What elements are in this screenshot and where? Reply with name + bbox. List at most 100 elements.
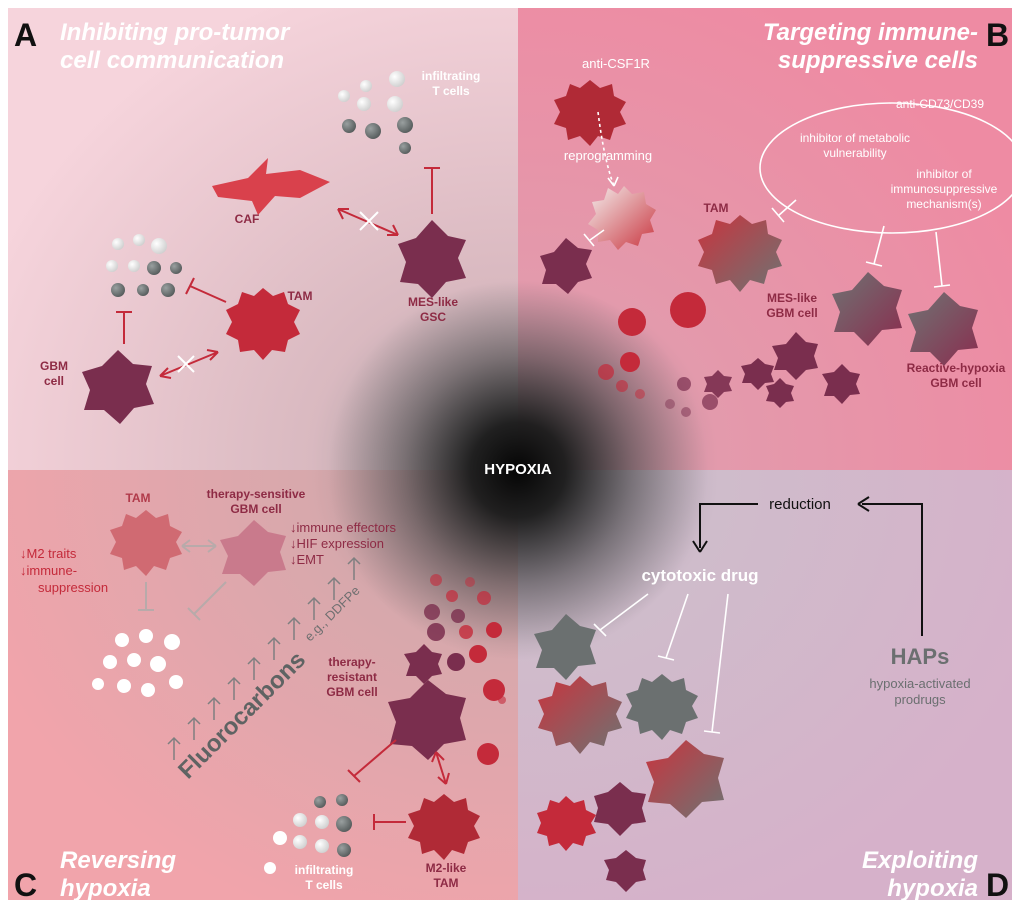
t-cell [92, 678, 104, 690]
effect-emt: ↓EMT [290, 552, 324, 567]
gbm-cell-d-wine [594, 782, 646, 836]
t-cell [169, 675, 183, 689]
up-arrow [327, 576, 341, 600]
t-cell [336, 794, 348, 806]
inhibit-line [935, 231, 943, 287]
inhibit-line [873, 225, 885, 265]
panel-b-letter: B [986, 17, 1009, 53]
tam-cell-b [698, 215, 782, 292]
inhibit-line [589, 229, 605, 241]
resistant-label-2: resistant [327, 670, 377, 684]
tam-small [483, 679, 505, 701]
reduction-label: reduction [769, 496, 831, 513]
arrow-head [692, 540, 708, 553]
up-arrow [347, 556, 361, 580]
panel-a-title-1: Inhibiting pro-tumor [60, 19, 291, 46]
up-arrow [247, 656, 261, 680]
panel-c-letter: C [14, 867, 37, 903]
panel-a-title-2: cell communication [60, 47, 284, 74]
haps-to-reduction-arrow [862, 503, 923, 636]
t-cell [360, 80, 372, 92]
tam-small [477, 743, 499, 765]
t-cell [315, 839, 329, 853]
panel-c-title-2: hypoxia [60, 875, 151, 902]
panel-c-title-1: Reversing [60, 847, 176, 874]
block-x [177, 355, 195, 373]
effect-hif: ↓HIF expression [290, 536, 384, 551]
panel-a-letter: A [14, 17, 37, 53]
inhibit-bar [583, 233, 595, 247]
t-cell [115, 633, 129, 647]
inhibit-bar [703, 730, 721, 734]
tam-small [635, 389, 645, 399]
t-cell [117, 679, 131, 693]
tam-small [459, 625, 473, 639]
gbm-cell-a [82, 350, 154, 424]
mes-gsc-label-1: MES-like [408, 295, 458, 309]
up-arrow [267, 636, 281, 660]
up-arrow [307, 596, 321, 620]
inhibit-line [777, 199, 797, 217]
tam-small [620, 352, 640, 372]
mes-gsc-label-2: GSC [420, 310, 446, 324]
inhibit-line [189, 285, 227, 303]
tam-small [446, 590, 458, 602]
gbm-small [447, 653, 465, 671]
t-cell [315, 815, 329, 829]
gbm-small [772, 332, 818, 380]
haps-desc-1: hypoxia-activated [869, 676, 970, 691]
inhibit-line [665, 593, 689, 659]
hypoxia-label: HYPOXIA [484, 461, 552, 478]
t-cell [399, 142, 411, 154]
up-arrow [287, 616, 301, 640]
t-cell [112, 238, 124, 250]
t-cell [338, 90, 350, 102]
t-cell [128, 260, 140, 272]
inhibit-line [599, 593, 649, 631]
fluorocarbon-arrows [167, 556, 361, 760]
panel-d-title-2: hypoxia [887, 875, 978, 902]
tam-label-c: TAM [125, 491, 150, 505]
resistant-label-3: GBM cell [326, 685, 377, 699]
resistant-label-1: therapy- [328, 655, 375, 669]
inhibit-bar [865, 261, 883, 267]
t-cell [170, 262, 182, 274]
t-cell [336, 816, 352, 832]
t-cell [342, 119, 356, 133]
tam-cell-b-top [554, 80, 626, 146]
reactive-label-1: Reactive-hypoxia [907, 361, 1006, 375]
gbm-label-a-1: GBM [40, 359, 68, 373]
inhibit-line [711, 593, 729, 733]
tam-small [618, 308, 646, 336]
inhibitors-ellipse [759, 102, 1016, 234]
tam-small [670, 292, 706, 328]
tam-small [477, 591, 491, 605]
t-cells-cluster-a [338, 71, 413, 154]
immune-suppression-label-1: ↓immune- [20, 563, 77, 578]
t-cell [357, 97, 371, 111]
haps-desc-2: prodrugs [894, 692, 946, 707]
gbm-small [704, 370, 732, 398]
arrow-head [607, 176, 619, 187]
t-cell [150, 656, 166, 672]
up-arrow [187, 716, 201, 740]
arrow-head [206, 349, 219, 361]
t-cell [264, 862, 276, 874]
t-cell [293, 813, 307, 827]
metabolic-label-1: inhibitor of metabolic [800, 131, 910, 145]
t-cell [137, 284, 149, 296]
tam-cell-d-red [537, 796, 596, 851]
t-cell [293, 835, 307, 849]
m2-tam-label-1: M2-like [426, 861, 467, 875]
panel-b-title-2: suppressive cells [778, 47, 978, 74]
t-cell [387, 96, 403, 112]
arrow-head [181, 539, 217, 553]
inhibit-bar [657, 655, 675, 661]
tam-cell-d-gradient [538, 676, 622, 754]
therapy-sensitive-cell [220, 520, 286, 586]
t-cells-label-a-1: infiltrating [422, 69, 481, 83]
up-arrow [207, 696, 221, 720]
arrow-head [337, 208, 349, 220]
block-x [359, 211, 379, 231]
